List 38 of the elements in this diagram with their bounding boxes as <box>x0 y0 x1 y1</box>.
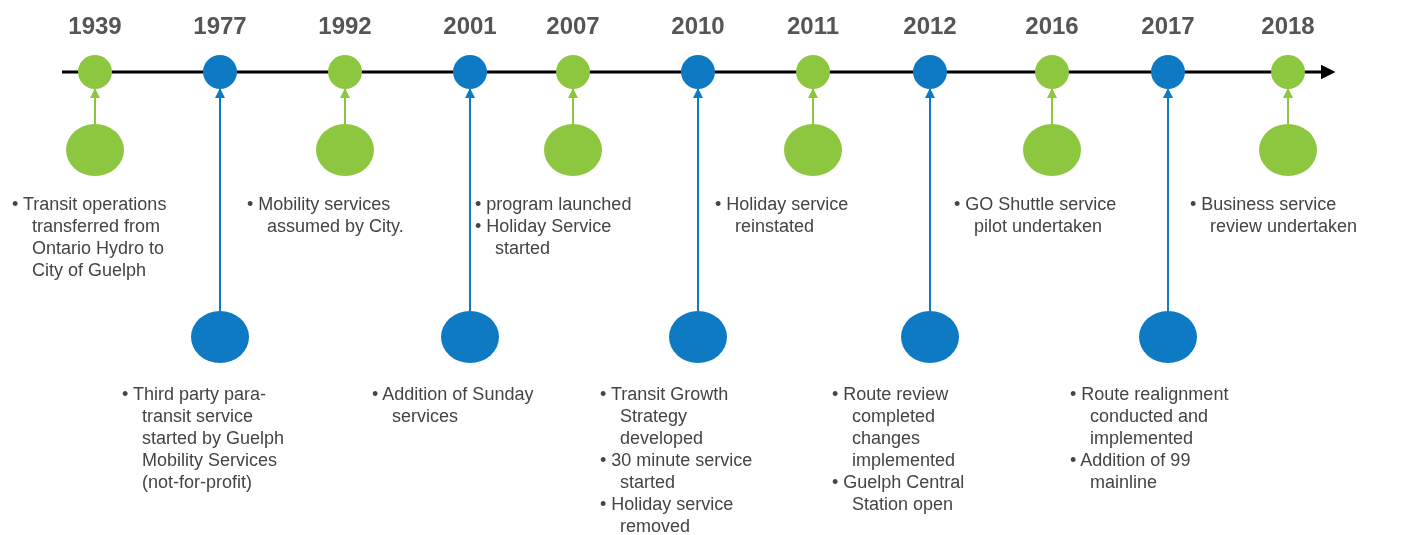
bullet-text: • GO Shuttle service pilot undertaken <box>954 193 1118 237</box>
bullet-text: • Guelph Central Station open <box>832 471 966 515</box>
arrow <box>925 88 935 312</box>
year-label: 2012 <box>903 12 957 40</box>
arrow <box>215 88 225 312</box>
bullet-text: • 30 minute service started <box>600 449 754 493</box>
arrow <box>1047 88 1057 125</box>
year-label: 2001 <box>443 12 497 40</box>
arrow <box>693 88 703 312</box>
bullet-text: • Third party para-transit service started by Guelph Mobility Services (not-for-profit) <box>122 383 286 493</box>
arrow <box>90 88 100 125</box>
year-label: 2010 <box>671 12 725 40</box>
bullet-text: • Addition of 99 mainline <box>1070 449 1192 493</box>
year-label: 1939 <box>68 12 122 40</box>
bullet-text: • Transit operations transferred from Ontario Hydro to City of Guelph <box>12 193 168 281</box>
bullet-text: • Addition of Sunday services <box>372 383 535 427</box>
bullet-text: • Holiday service reinstated <box>715 193 850 237</box>
bullet-text: • Holiday Service started <box>475 215 613 259</box>
arrow <box>465 88 475 312</box>
bullet-text: • Mobility services assumed by City. <box>247 193 405 237</box>
year-label: 1992 <box>318 12 372 40</box>
bullet-text: • program launched <box>475 193 633 215</box>
year-label: 2016 <box>1025 12 1079 40</box>
year-label: 1977 <box>193 12 247 40</box>
bullet-text: • Route realignment conducted and implemented <box>1070 383 1230 449</box>
arrow <box>808 88 818 125</box>
year-label: 2011 <box>786 12 840 40</box>
year-label: 2017 <box>1141 12 1195 40</box>
arrow <box>1163 88 1173 312</box>
arrow <box>568 88 578 125</box>
bullet-text: • Holiday service removed <box>600 493 735 535</box>
bullet-text: • Business service review undertaken <box>1190 193 1359 237</box>
bullet-text: • Transit Growth Strategy developed <box>600 383 730 449</box>
arrow <box>340 88 350 125</box>
arrow <box>1283 88 1293 125</box>
year-label: 2018 <box>1261 12 1315 40</box>
bullet-text: • Route review completed changes implemented <box>832 383 957 471</box>
year-label: 2007 <box>546 12 600 40</box>
